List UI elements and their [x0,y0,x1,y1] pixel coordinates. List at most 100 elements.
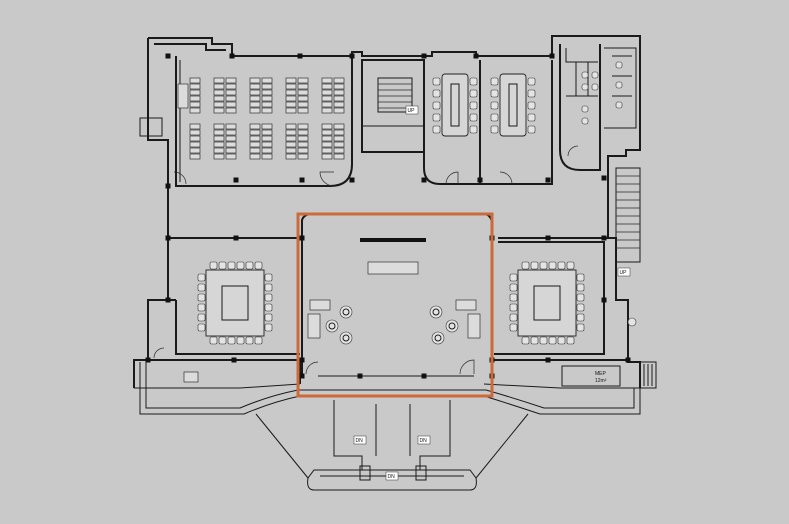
chair [218,261,227,270]
column [145,357,151,363]
lounge-chair [445,319,459,333]
classroom-desk [321,135,333,142]
chair [245,336,254,345]
fixture [615,61,623,69]
chair [527,89,536,98]
down-right-label: DN [420,438,428,444]
classroom-desk [213,101,225,108]
classroom-desk [213,153,225,160]
classroom-desk [189,101,201,108]
seminar-table-inner [221,285,249,321]
classroom-desk [333,95,345,102]
column [601,235,607,241]
highlight-frame [296,212,494,398]
column [545,235,551,241]
column [357,373,363,379]
classroom-desk [249,101,261,108]
chair [576,313,585,322]
chair [469,101,478,110]
classroom-desk [333,77,345,84]
down-bottom-label: DN [388,474,396,480]
classroom-desk [261,135,273,142]
classroom-desk [333,135,345,142]
meeting-table-inlay [450,83,460,127]
classroom-desk [333,153,345,160]
classroom-desk [321,83,333,90]
lounge-chair-seat [342,308,350,316]
lounge-chair-seat [448,322,456,330]
column [545,177,551,183]
lounge-chair [429,305,443,319]
chair [548,336,557,345]
chair [264,323,273,332]
chair [509,283,518,292]
classroom-desk [321,89,333,96]
chair [469,125,478,134]
column [165,53,171,59]
stair-up-label: UP [408,108,416,114]
classroom-desk [249,107,261,114]
classroom-desk [189,135,201,142]
column [601,297,607,303]
seminar-table [517,269,577,337]
classroom-desk [333,141,345,148]
classroom-desk [297,135,309,142]
counter [183,371,199,383]
column [165,235,171,241]
classroom-desk [213,147,225,154]
classroom-desk [189,77,201,84]
chair [236,261,245,270]
seminar-table [205,269,265,337]
chair [490,77,499,86]
chair [509,273,518,282]
central-lobby [301,213,493,377]
classroom-desk [213,77,225,84]
fixture [581,105,589,113]
column [421,177,427,183]
classroom-desk [225,153,237,160]
fixture [615,101,623,109]
chair [432,89,441,98]
classroom-desk [333,107,345,114]
classroom-desk [321,77,333,84]
chair [432,77,441,86]
classroom-desk [321,153,333,160]
classroom-desk [213,89,225,96]
classroom-desk [321,129,333,136]
classroom-desk [261,147,273,154]
mep-room-area: 12m² [595,378,607,384]
classroom-desk [285,95,297,102]
column [625,357,631,363]
column [421,53,427,59]
stairs [133,167,657,389]
classroom-desk [333,123,345,130]
column [473,53,479,59]
column [299,235,305,241]
classroom-desk [189,95,201,102]
classroom-desk [189,147,201,154]
classroom-desk [249,89,261,96]
classroom-desk [285,101,297,108]
classroom-desk [333,147,345,154]
chair [469,77,478,86]
chair [227,261,236,270]
classroom-desk [261,123,273,130]
chair [197,303,206,312]
chair [197,273,206,282]
classroom-desk [285,107,297,114]
classroom-desk [225,101,237,108]
classroom-desk [189,153,201,160]
classroom-desk [297,77,309,84]
classroom-desk [225,89,237,96]
column [349,177,355,183]
furniture [183,61,637,383]
chair [254,261,263,270]
classroom-desk [225,123,237,130]
chair [209,261,218,270]
lounge-chair [339,305,353,319]
classroom-desk [297,147,309,154]
classroom-desk [225,95,237,102]
column [601,175,607,181]
chair [557,261,566,270]
chair [236,336,245,345]
